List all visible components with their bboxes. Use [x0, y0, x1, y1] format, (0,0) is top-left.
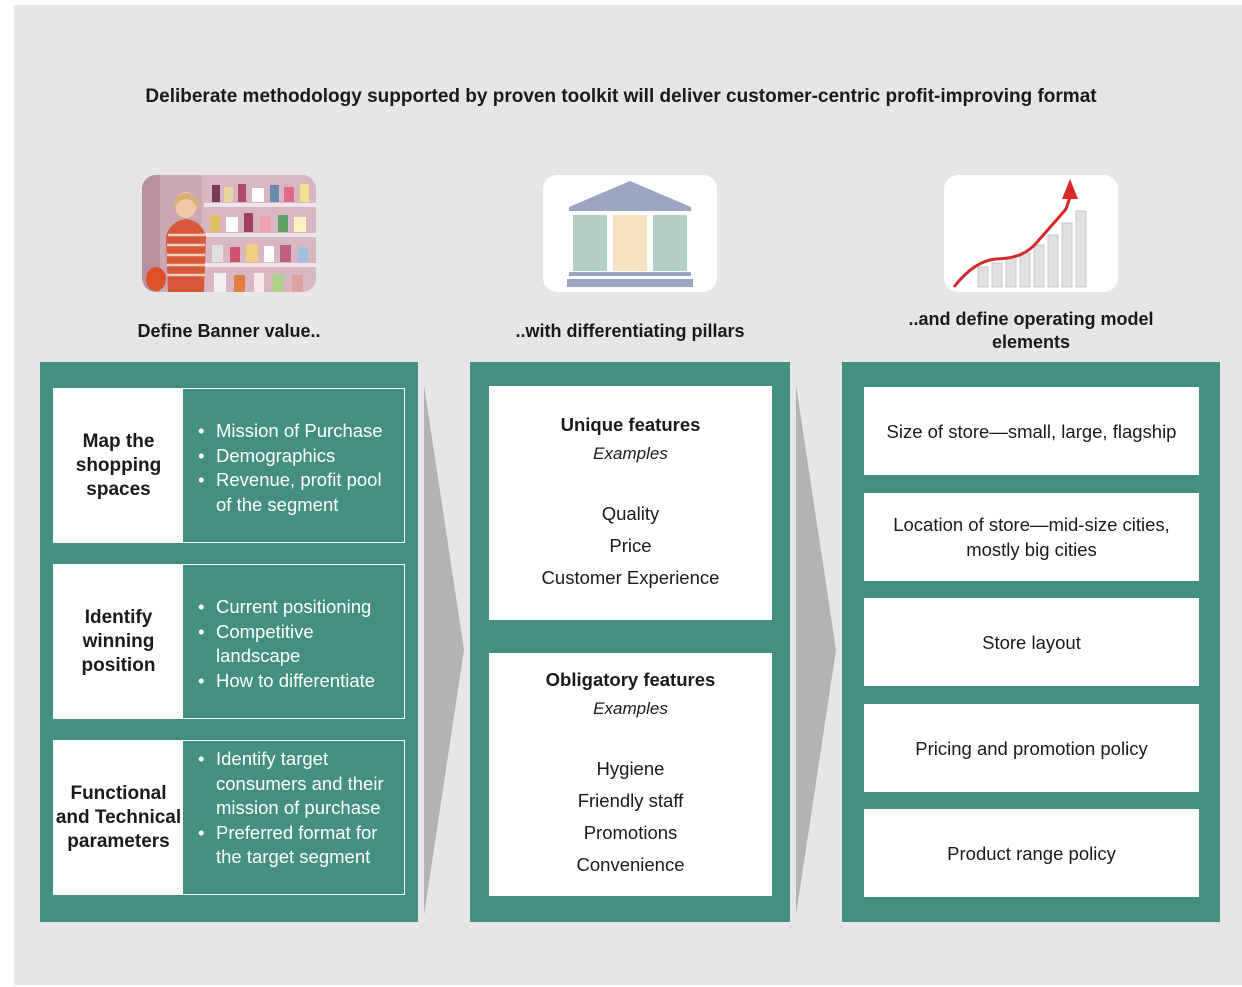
- list-item: Current positioning: [194, 595, 400, 620]
- step-item-list: Identify target consumers and their miss…: [194, 747, 400, 870]
- step-row: Functional and Technical parameters Iden…: [53, 740, 405, 895]
- list-item: How to differentiate: [194, 669, 400, 694]
- feature-item: Price: [609, 535, 652, 556]
- feature-item: Convenience: [576, 854, 685, 875]
- feature-list: Hygiene Friendly staff Promotions Conven…: [489, 753, 772, 881]
- step-row: Map the shopping spaces Mission of Purch…: [53, 388, 405, 543]
- flow-arrow-1: [424, 385, 464, 915]
- feature-box-subtitle: Examples: [593, 699, 668, 718]
- feature-box-unique: Unique features Examples Quality Price C…: [489, 386, 772, 620]
- feature-item: Promotions: [583, 822, 678, 843]
- step-item-list: Current positioning Competitive landscap…: [194, 595, 400, 693]
- shopper-photo: [142, 175, 316, 292]
- operating-element: Product range policy: [864, 809, 1199, 897]
- feature-box-title: Obligatory features: [545, 669, 716, 690]
- feature-item: Hygiene: [596, 758, 665, 779]
- diagram-title: Deliberate methodology supported by prov…: [145, 86, 1097, 107]
- list-item: Competitive landscape: [194, 620, 400, 669]
- list-item: Revenue, profit pool of the segment: [194, 468, 400, 517]
- column-heading-left: Define Banner value..: [137, 321, 321, 341]
- feature-box-obligatory: Obligatory features Examples Hygiene Fri…: [489, 653, 772, 896]
- feature-item: Customer Experience: [541, 567, 720, 588]
- step-label: Identify winning position: [54, 565, 183, 718]
- feature-box-title: Unique features: [560, 414, 701, 435]
- step-item-list: Mission of Purchase Demographics Revenue…: [194, 419, 400, 517]
- feature-list: Quality Price Customer Experience: [489, 498, 772, 594]
- feature-item: Friendly staff: [577, 790, 684, 811]
- step-label: Map the shopping spaces: [54, 389, 183, 542]
- column-heading-right: ..and define operating model elements: [908, 309, 1154, 352]
- feature-box-subtitle: Examples: [593, 444, 668, 463]
- feature-item: Quality: [601, 503, 660, 524]
- operating-element: Store layout: [864, 598, 1199, 686]
- operating-element: Size of store—small, large, flagship: [864, 387, 1199, 475]
- operating-element: Pricing and promotion policy: [864, 704, 1199, 792]
- list-item: Identify target consumers and their miss…: [194, 747, 400, 821]
- pillars-icon: [543, 175, 717, 292]
- list-item: Demographics: [194, 444, 400, 469]
- step-label: Functional and Technical parameters: [54, 741, 183, 894]
- list-item: Preferred format for the target segment: [194, 821, 400, 870]
- step-row: Identify winning position Current positi…: [53, 564, 405, 719]
- operating-element: Location of store—mid-size cities, mostl…: [864, 493, 1199, 581]
- column-heading-middle: ..with differentiating pillars: [515, 321, 745, 341]
- flow-arrow-2: [796, 385, 836, 915]
- list-item: Mission of Purchase: [194, 419, 400, 444]
- growth-chart-icon: [944, 175, 1118, 292]
